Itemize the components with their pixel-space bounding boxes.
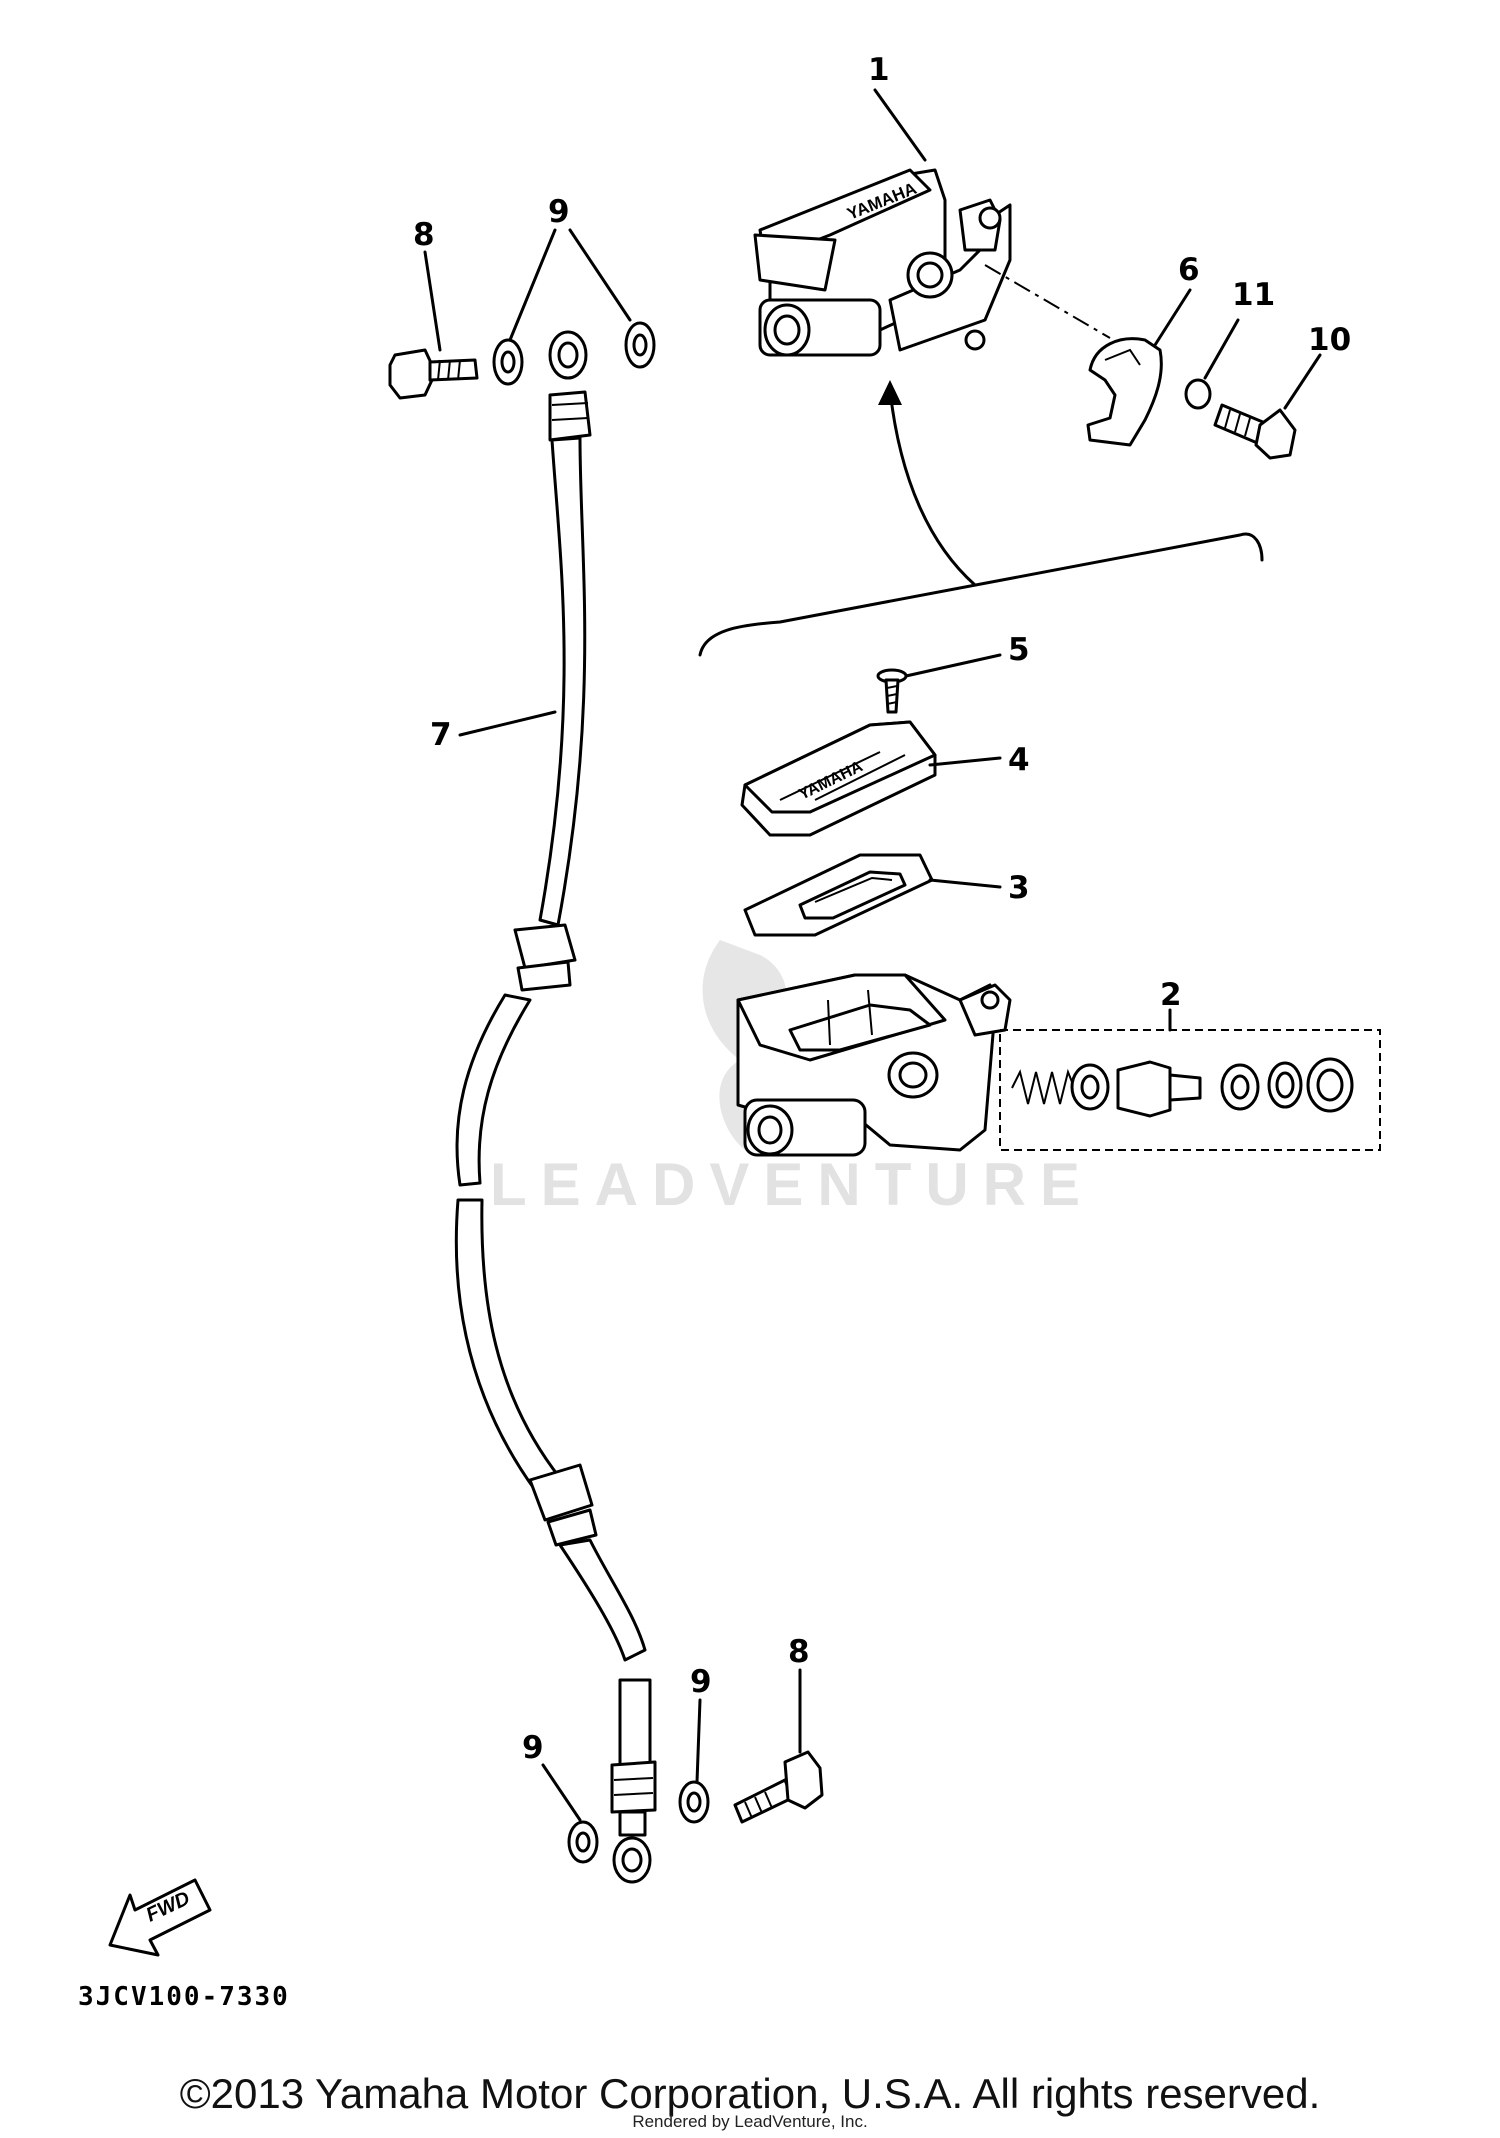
leader-11 [1203,318,1240,380]
callout-5: 5 [1008,632,1030,668]
callout-9-top: 9 [548,194,570,230]
union-bolt-top [388,348,479,400]
leader-4 [928,756,1002,767]
rendered-by-text: Rendered by LeadVenture, Inc. [632,2112,868,2131]
diagram-code: 3JCV100-7330 [78,1982,290,2012]
cap-part-4: YAMAHA [740,720,937,837]
dash-dot-line [984,264,1111,339]
leader-8-top [423,250,442,352]
callout-3: 3 [1008,870,1030,906]
washers-top [492,321,656,386]
screw-part-5 [876,668,908,714]
callout-8-bottom: 8 [788,1634,810,1670]
leader-6 [1153,288,1192,347]
master-cylinder-assembly: YAMAHA [753,168,1012,357]
leader-9-bottom-left [541,1763,582,1822]
leader-9-top-a [508,228,557,342]
callout-1: 1 [868,52,890,88]
leader-3 [928,878,1002,889]
callout-4: 4 [1008,742,1030,778]
callout-7: 7 [430,717,452,753]
washer-bottom-right [678,1780,710,1824]
washer-bottom-left [567,1820,599,1864]
watermark-text: LEADVENTURE [490,1151,1094,1218]
callout-10: 10 [1308,322,1351,358]
callout-11: 11 [1232,277,1275,313]
diaphragm-part-3 [743,853,934,937]
leader-9-top-b [568,228,632,322]
callout-6: 6 [1178,252,1200,288]
group-bracket [698,532,1264,657]
bolt-part-10 [1213,403,1297,460]
callout-8-top: 8 [413,217,435,253]
leader-7 [458,710,557,737]
cylinder-body-exploded [736,973,1012,1157]
leader-10 [1283,353,1322,410]
brake-hose-part-7 [454,330,657,1884]
leader-9-bottom-right [695,1698,702,1784]
leader-1 [873,88,927,162]
piston-kit-part-2 [999,1029,1381,1151]
piston-kit-box [999,1029,1381,1151]
clamp-part-6 [1086,337,1163,447]
callout-9-bottom-left: 9 [522,1730,544,1766]
assembly-arrow [888,388,977,587]
washer-part-11 [1184,378,1212,410]
callout-2: 2 [1160,977,1182,1013]
leader-5 [904,653,1002,678]
copyright-text: ©2013 Yamaha Motor Corporation, U.S.A. A… [179,2070,1321,2117]
fwd-arrow-icon: FWD [108,1878,212,1957]
arrow-head [878,380,902,405]
callout-9-bottom-right: 9 [690,1664,712,1700]
union-bolt-bottom [733,1750,824,1824]
